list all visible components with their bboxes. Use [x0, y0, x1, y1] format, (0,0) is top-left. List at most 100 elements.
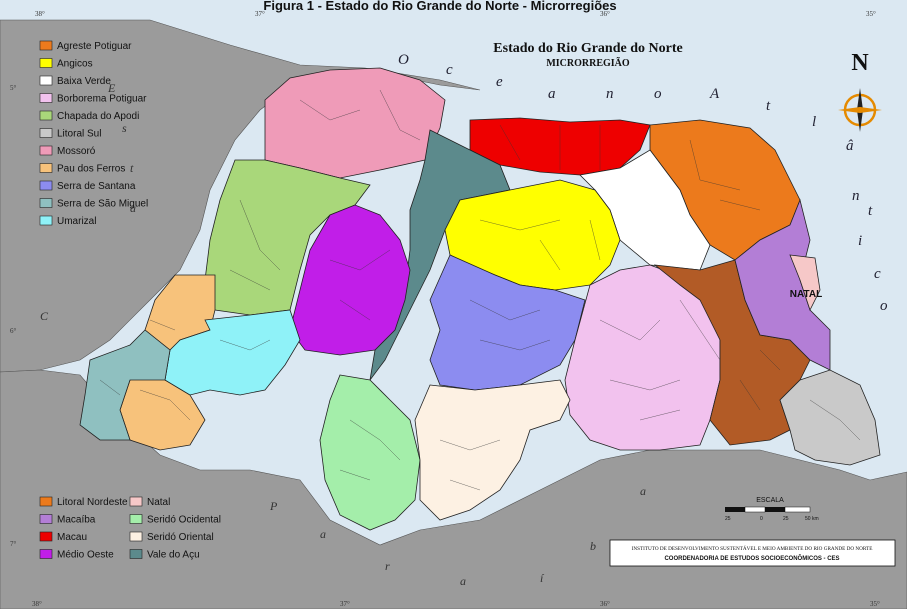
legend-item: Seridó Oriental	[129, 531, 214, 543]
region-serra-de-sao-miguel[interactable]	[79, 329, 171, 441]
state-letter: E	[107, 81, 116, 95]
state-letter: s	[122, 121, 127, 135]
legend-label: Seridó Ocidental	[147, 515, 221, 526]
legend-swatch	[39, 40, 53, 51]
ocean-letter: i	[858, 233, 862, 249]
ocean-letter: e	[496, 74, 503, 90]
lon-labels-top: 38° 37° 36° 35°	[35, 10, 876, 18]
region-umarizal[interactable]	[164, 309, 301, 396]
legend-label: Médio Oeste	[57, 550, 114, 561]
natal-label: NATAL	[790, 289, 822, 300]
legend-label: Pau dos Ferros	[57, 164, 125, 175]
region-medio-oeste[interactable]	[289, 204, 411, 356]
legend-swatch	[39, 215, 53, 226]
legend-swatch	[39, 496, 53, 507]
legend-swatch	[39, 180, 53, 191]
ocean-label: O c e a n o A t l â n t i c o	[398, 52, 888, 314]
region-macaiba[interactable]	[734, 198, 831, 371]
credit-line-2: COORDENADORIA DE ESTUDOS SOCIOECONÔMICOS…	[664, 554, 839, 562]
legend-item: Chapada do Apodi	[39, 110, 139, 122]
legend-item: Seridó Ocidental	[129, 514, 221, 526]
municipality-lines	[99, 89, 861, 491]
legend-label: Litoral Nordeste	[57, 497, 128, 508]
state-letter: r	[385, 559, 390, 573]
legend-label: Chapada do Apodi	[57, 111, 139, 122]
regions-layer	[79, 67, 881, 531]
legend-item: Umarizal	[39, 215, 96, 227]
legend-label: Macaíba	[57, 515, 96, 526]
legend-swatch	[39, 531, 53, 542]
region-chapada-do-apodi[interactable]	[204, 159, 371, 316]
ocean-letter: c	[446, 62, 453, 78]
state-letter: a	[320, 527, 326, 541]
lon-label: 35°	[870, 600, 880, 608]
ocean-letter: t	[766, 98, 771, 114]
ocean-letter: o	[880, 298, 888, 314]
state-letter: í	[540, 571, 545, 585]
region-natal[interactable]	[789, 254, 821, 312]
legend-swatch	[39, 198, 53, 208]
region-serra-de-santana[interactable]	[429, 254, 586, 391]
ocean-letter: â	[846, 138, 854, 154]
region-litoral-sul[interactable]	[779, 369, 881, 466]
state-letter: P	[269, 499, 278, 513]
credits-box: INSTITUTO DE DESENVOLVIMENTO SUSTENTÁVEL…	[609, 539, 896, 567]
legend-item: Serra de São Miguel	[39, 198, 148, 210]
legend-swatch	[39, 163, 53, 173]
legend-label: Umarizal	[57, 216, 96, 227]
legend-label: Litoral Sul	[57, 129, 101, 140]
legend-swatch	[129, 549, 143, 559]
neighbor-state-letters: E s t a C P a r a í b a	[40, 81, 646, 588]
figure-title: Figura 1 - Estado do Rio Grande do Norte…	[263, 0, 616, 13]
legend-item: Agreste Potiguar	[39, 40, 132, 52]
legend-label: Serra de Santana	[57, 181, 136, 192]
ocean-letter: c	[874, 266, 881, 282]
lon-label: 36°	[600, 600, 610, 608]
legend-label: Borborema Potiguar	[57, 94, 147, 105]
scale-tick: 25	[783, 516, 789, 522]
scale-tick: 25	[725, 516, 731, 522]
ocean-letter: o	[654, 86, 662, 102]
legend-item: Angicos	[39, 58, 93, 70]
ocean-letter: l	[812, 114, 816, 130]
legend-swatch	[39, 514, 53, 524]
scale-tick: 0	[760, 516, 763, 522]
scale-bar: ESCALA 25 0 25 50 km	[725, 497, 819, 522]
legend-label: Angicos	[57, 59, 93, 70]
state-letter: a	[640, 484, 646, 498]
lon-label: 38°	[32, 600, 42, 608]
legend-swatch	[39, 110, 53, 121]
lat-labels: 5° 6° 7°	[10, 84, 17, 548]
ocean-letter: n	[852, 188, 860, 204]
legend-label: Natal	[147, 497, 170, 508]
legend-item: Natal	[129, 496, 170, 508]
legend-item: Litoral Sul	[39, 128, 101, 140]
legend-label: Seridó Oriental	[147, 532, 214, 543]
region-serido-oriental[interactable]	[414, 379, 571, 521]
region-mossoro[interactable]	[264, 67, 446, 179]
lat-label: 5°	[10, 84, 17, 92]
state-letter: a	[460, 574, 466, 588]
ocean-letter: O	[398, 52, 409, 68]
compass-rose-icon	[838, 88, 882, 132]
lon-labels-bottom: 38° 37° 36° 35°	[32, 600, 880, 608]
legend-item: Serra de Santana	[39, 180, 136, 192]
legend-item: Litoral Nordeste	[39, 496, 128, 508]
legend-swatch	[39, 128, 53, 138]
region-serido-ocidental[interactable]	[319, 374, 421, 531]
state-letter: b	[590, 539, 596, 553]
scale-label: ESCALA	[756, 497, 784, 504]
legend-swatch	[129, 496, 143, 507]
map-subtitle: MICRORREGIÃO	[546, 57, 630, 69]
legend-item: Vale do Açu	[129, 549, 200, 561]
legend-swatch	[39, 93, 53, 103]
credit-line-1: INSTITUTO DE DESENVOLVIMENTO SUSTENTÁVEL…	[632, 544, 873, 552]
legend-label: Baixa Verde	[57, 76, 111, 87]
state-letter: C	[40, 309, 49, 323]
lat-label: 6°	[10, 327, 17, 335]
legend-swatch	[39, 58, 53, 68]
scale-tick: 50 km	[805, 516, 819, 522]
